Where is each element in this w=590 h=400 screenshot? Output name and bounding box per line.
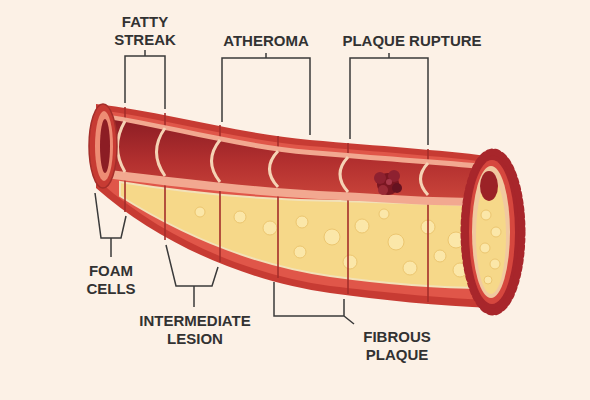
- plaque-bubble: [490, 259, 500, 269]
- bracket-line: [95, 193, 126, 257]
- cut-face-media: [469, 160, 515, 304]
- lumen-rings: [118, 121, 429, 195]
- lumen-ring: [212, 140, 221, 182]
- clot-blob: [392, 183, 402, 193]
- plaque-bubble: [480, 243, 490, 253]
- plaque-bubble: [491, 227, 501, 237]
- clot-blob: [374, 172, 386, 184]
- artery-outer-wall: [96, 104, 514, 308]
- plaque-bubble: [263, 221, 277, 235]
- plaque-bubble: [388, 234, 404, 250]
- plaque-bubble: [434, 250, 446, 262]
- artery-intima: [104, 114, 484, 206]
- part-label: INTERMEDIATE LESION: [130, 312, 260, 348]
- part-label: ATHEROMA: [196, 32, 336, 50]
- plaque-bubble: [234, 211, 246, 223]
- clot-blob: [386, 179, 392, 185]
- plaque-bubble: [484, 276, 492, 284]
- lumen-ring: [340, 157, 348, 192]
- bracket-line: [222, 53, 310, 135]
- plaque-bubble: [294, 246, 306, 258]
- plaque-bubble: [379, 209, 389, 219]
- part-label: FOAM CELLS: [75, 262, 147, 298]
- plaque-bubble: [296, 216, 308, 228]
- part-label: FATTY STREAK: [105, 13, 185, 49]
- bracket-line: [350, 53, 428, 145]
- plaque-bubble: [343, 255, 357, 269]
- part-label: PLAQUE RUPTURE: [327, 32, 497, 50]
- plaque-bubble: [195, 207, 205, 217]
- lumen-ring: [421, 163, 429, 195]
- plaque-bubble: [403, 261, 417, 275]
- lumen-ring: [157, 128, 166, 176]
- plaque-bubble: [355, 219, 369, 233]
- part-label: FIBROUS PLAQUE: [351, 328, 443, 364]
- plaque-bubble: [481, 210, 491, 220]
- artery-lumen: [108, 119, 480, 198]
- clot-blob: [378, 185, 388, 195]
- opening-rim: [89, 104, 117, 188]
- label-brackets: [95, 50, 428, 324]
- bracket-line: [166, 245, 218, 307]
- bracket-line: [274, 282, 354, 324]
- lumen-ring: [270, 151, 279, 187]
- opening-intima: [95, 111, 113, 181]
- rupture-clot: [374, 170, 402, 195]
- bracket-line: [125, 50, 165, 109]
- cut-face-adventitia: [464, 152, 522, 312]
- cut-face-lumen: [480, 171, 498, 201]
- lumen-ring: [118, 121, 126, 172]
- cut-face-intima: [472, 166, 510, 298]
- plaque-bubble: [324, 229, 340, 245]
- plaque-bubbles: [195, 207, 467, 277]
- cut-face-bubbles: [480, 210, 501, 284]
- opening-lumen: [100, 119, 110, 173]
